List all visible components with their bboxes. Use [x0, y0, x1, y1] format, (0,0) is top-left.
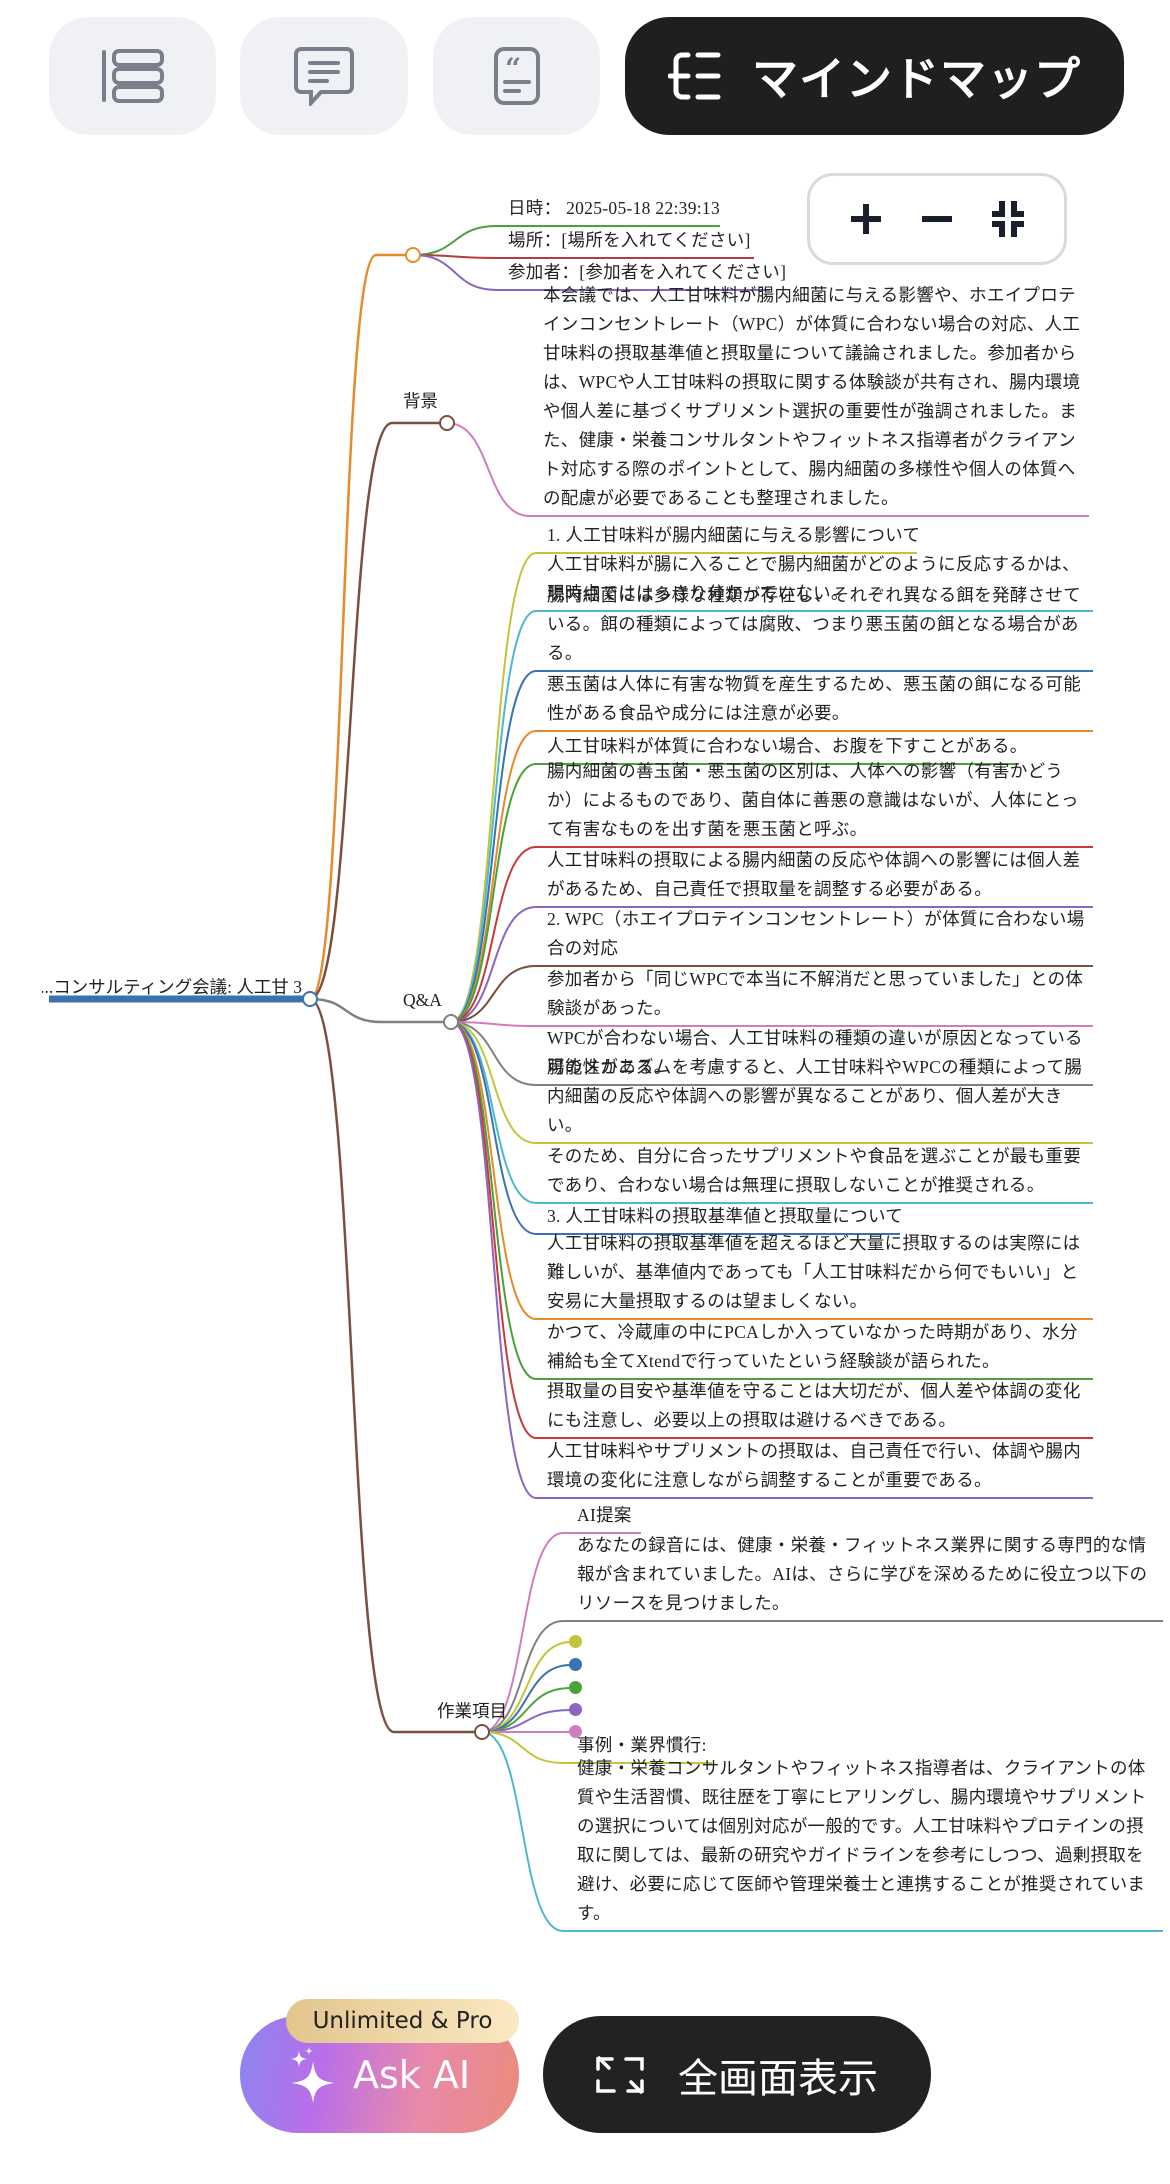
background-label[interactable]: 背景	[403, 391, 438, 411]
qa-item[interactable]: 1. 人工甘味料が腸内細菌に与える影響について	[547, 525, 921, 545]
qa-item[interactable]: 腸のメカニズムを考慮すると、人工甘味料やWPCの種類によって腸内細菌の反応や体調…	[547, 1057, 1083, 1135]
ask-ai-button[interactable]: Ask AI	[240, 2016, 519, 2133]
qa-child-line	[450, 1021, 900, 1235]
action_items-item[interactable]: あなたの録音には、健康・栄養・フィットネス業界に関する専門的な情報が含まれていま…	[577, 1535, 1148, 1613]
action_items-item[interactable]: 事例・業界慣行:	[577, 1735, 707, 1755]
qa-child-line	[450, 552, 917, 1023]
qa-item[interactable]: 腸内細菌の善玉菌・悪玉菌の区別は、人体への影響（有害かどうか）によるものであり、…	[547, 761, 1079, 839]
quote-document-icon: “	[493, 47, 540, 105]
action_items-label[interactable]: 作業項目	[437, 1701, 507, 1721]
background-item[interactable]: 本会議では、人工甘味料が腸内細菌に与える影響や、ホエイプロテインコンセントレート…	[543, 285, 1081, 508]
fullscreen-label: 全画面表示	[678, 2055, 878, 2102]
meta-node[interactable]	[405, 247, 421, 263]
qa-child-line	[450, 763, 1019, 1023]
meta-child-line	[412, 225, 720, 256]
zoom-out-button[interactable]	[912, 194, 962, 244]
expand-icon	[596, 2055, 644, 2094]
qa-label[interactable]: Q&A	[403, 990, 442, 1010]
qa-item[interactable]: 人工甘味料の摂取基準値を超えるほど大量に摂取するのは実際には難しいが、基準値内で…	[547, 1233, 1081, 1311]
meta-child-line	[412, 254, 770, 291]
action_items-child-line	[481, 1620, 1163, 1733]
collapse-icon	[992, 201, 1025, 237]
qa-child-line	[450, 965, 1093, 1023]
qa-item[interactable]: 2. WPC（ホエイプロテインコンセントレート）が体質に合わない場合の対応	[547, 909, 1085, 958]
qa-item[interactable]: 人工甘味料の摂取による腸内細菌の反応や体調への影響には個人差があるため、自己責任…	[547, 850, 1081, 899]
mindmap-icon	[668, 52, 721, 100]
action_items-item[interactable]: AI提案	[577, 1505, 632, 1525]
tab-transcript[interactable]	[240, 17, 408, 135]
qa-child-line	[450, 670, 1093, 1023]
qa-child-line	[450, 1021, 1093, 1027]
qa-item[interactable]: 人工甘味料が腸に入ることで腸内細菌がどのように反応するかは、現時点でははっきり分…	[547, 554, 1080, 603]
zoom-in-button[interactable]	[841, 194, 891, 244]
meta-item[interactable]: 日時： 2025-05-18 22:39:13	[508, 198, 721, 218]
zoom-controls	[807, 173, 1067, 265]
fit-view-button[interactable]	[983, 194, 1033, 244]
action_items-node[interactable]	[474, 1724, 490, 1740]
qa-node[interactable]	[443, 1014, 459, 1030]
tab-mindmap-label: マインドマップ	[752, 52, 1081, 106]
svg-text:“: “	[505, 52, 521, 85]
ask-ai-label: Ask AI	[352, 2052, 471, 2097]
action_items-child-line	[481, 1731, 712, 1764]
action_items-empty-child-node[interactable]	[569, 1703, 582, 1716]
qa-item[interactable]: 悪玉菌は人体に有害な物質を産生するため、悪玉菌の餌になる可能性がある食品や成分に…	[547, 674, 1081, 723]
chat-bubble-icon	[294, 47, 354, 106]
qa-item[interactable]: かつて、冷蔵庫の中にPCAしか入っていなかった時期があり、水分補給も全てXten…	[547, 1322, 1078, 1371]
meta-branch-line	[309, 253, 413, 1001]
action_items-item[interactable]: 健康・栄養コンサルタントやフィットネス指導者は、クライアントの体質や生活習慣、既…	[577, 1758, 1147, 1923]
background-node[interactable]	[439, 415, 455, 431]
qa-item[interactable]: WPCが合わない場合、人工甘味料の種類の違いが原因となっている可能性がある。	[547, 1028, 1083, 1077]
qa-branch-line	[309, 997, 451, 1024]
qa-item[interactable]: 参加者から「同じWPCで本当に不解消だと思っていました」との体験談があった。	[547, 969, 1084, 1018]
tab-outline[interactable]	[49, 17, 216, 135]
plan-badge: Unlimited & Pro	[286, 1999, 519, 2043]
qa-child-line	[450, 1021, 1093, 1380]
meta-child-line	[412, 254, 754, 259]
action_items-empty-child-node[interactable]	[569, 1658, 582, 1671]
fullscreen-button[interactable]: 全画面表示	[543, 2016, 931, 2133]
action_items-empty-child-node[interactable]	[569, 1725, 582, 1738]
qa-child-line	[450, 846, 1093, 1023]
root-topic[interactable]: 3 コンサルティング会議: 人工甘...	[42, 977, 302, 997]
action_items-child-line	[481, 1664, 572, 1733]
action_items-empty-child-node[interactable]	[569, 1635, 582, 1648]
qa-item[interactable]: そのため、自分に合ったサプリメントや食品を選ぶことが最も重要であり、合わない場合…	[547, 1146, 1081, 1195]
qa-child-line	[450, 610, 1093, 1023]
action_items-child-line	[481, 1532, 641, 1733]
background-child-line	[446, 422, 1089, 517]
qa-item[interactable]: 人工甘味料が体質に合わない場合、お腹を下すことがある。	[547, 736, 1028, 756]
plus-icon	[850, 204, 881, 234]
list-icon	[101, 49, 164, 103]
tab-mindmap[interactable]: マインドマップ	[625, 17, 1124, 135]
minus-icon	[921, 216, 952, 222]
root-node[interactable]	[302, 991, 318, 1007]
action_items-child-line	[481, 1641, 572, 1733]
action_items-branch-line	[309, 997, 482, 1734]
sparkle-icon	[290, 2046, 335, 2103]
action_items-empty-child-node[interactable]	[569, 1681, 582, 1694]
action_items-child-line	[481, 1731, 1163, 1932]
meta-item[interactable]: 場所：[場所を入れてください]	[508, 230, 751, 250]
qa-child-line	[450, 1021, 1093, 1499]
qa-child-line	[450, 906, 1093, 1023]
qa-child-line	[450, 1021, 1093, 1320]
qa-item[interactable]: 人工甘味料やサプリメントの摂取は、自己責任で行い、体調や腸内環境の変化に注意しな…	[547, 1441, 1081, 1490]
qa-item[interactable]: 摂取量の目安や基準値を守ることは大切だが、個人差や体調の変化にも注意し、必要以上…	[547, 1381, 1081, 1430]
qa-child-line	[450, 1021, 1093, 1144]
qa-item[interactable]: 腸内細菌には多様な種類が存在し、それぞれ異なる餌を発酵させている。餌の種類によっ…	[547, 585, 1081, 663]
background-branch-line	[309, 421, 447, 1001]
tab-summary[interactable]: “	[433, 17, 600, 135]
meta-item[interactable]: 参加者：[参加者を入れてください]	[508, 262, 787, 282]
qa-child-line	[450, 1021, 1093, 1086]
qa-item[interactable]: 3. 人工甘味料の摂取基準値と摂取量について	[547, 1206, 904, 1226]
